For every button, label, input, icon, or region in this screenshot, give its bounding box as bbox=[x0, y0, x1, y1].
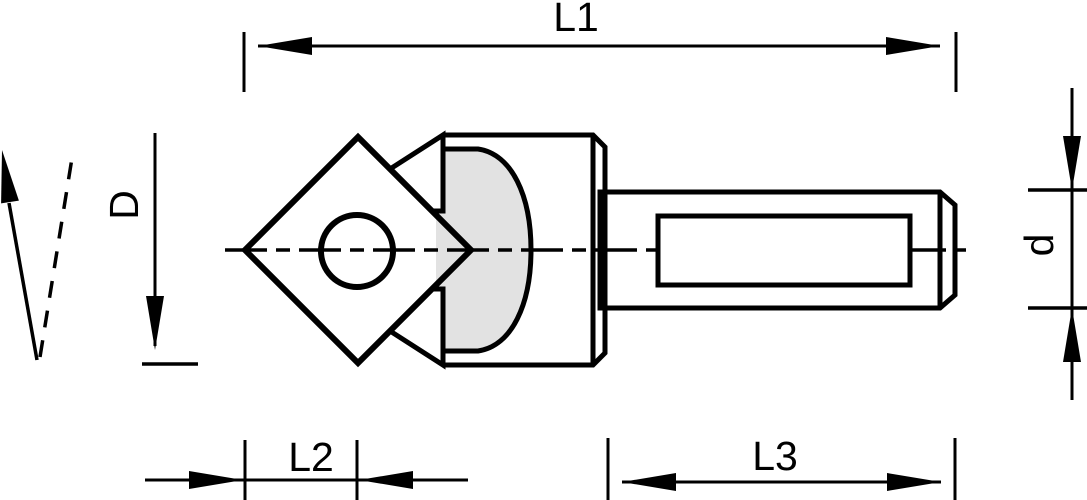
tilt-indicator bbox=[1, 150, 74, 361]
l1-arrowhead-right bbox=[886, 37, 940, 55]
l3-label: L3 bbox=[752, 433, 798, 479]
tool-body bbox=[225, 130, 970, 370]
shank-clamping-flat bbox=[655, 213, 913, 288]
l2-arrowhead-right bbox=[359, 471, 413, 489]
l3-arrowhead-left bbox=[622, 473, 676, 491]
d-major-arrowhead bbox=[146, 296, 164, 350]
dimension-l1: L1 bbox=[242, 0, 958, 92]
dimension-l3: L3 bbox=[606, 433, 957, 500]
dimension-l2: L2 bbox=[145, 434, 468, 500]
tilt-dashed-line bbox=[38, 157, 74, 358]
l3-arrowhead-right bbox=[887, 473, 941, 491]
tilt-arrow-line bbox=[7, 202, 39, 361]
d-major-label: D bbox=[101, 190, 147, 220]
l1-arrowhead-left bbox=[258, 37, 312, 55]
l2-label: L2 bbox=[288, 434, 334, 480]
l1-label: L1 bbox=[553, 0, 599, 40]
d-minor-arrowhead-down bbox=[1063, 136, 1081, 190]
d-minor-label: d bbox=[1016, 234, 1062, 257]
dimension-d-major: D bbox=[101, 133, 198, 366]
tilt-arrowhead bbox=[1, 150, 19, 204]
l2-arrowhead-left bbox=[189, 471, 243, 489]
dimension-d-minor: d bbox=[1016, 88, 1087, 400]
d-minor-arrowhead-up bbox=[1063, 308, 1081, 362]
